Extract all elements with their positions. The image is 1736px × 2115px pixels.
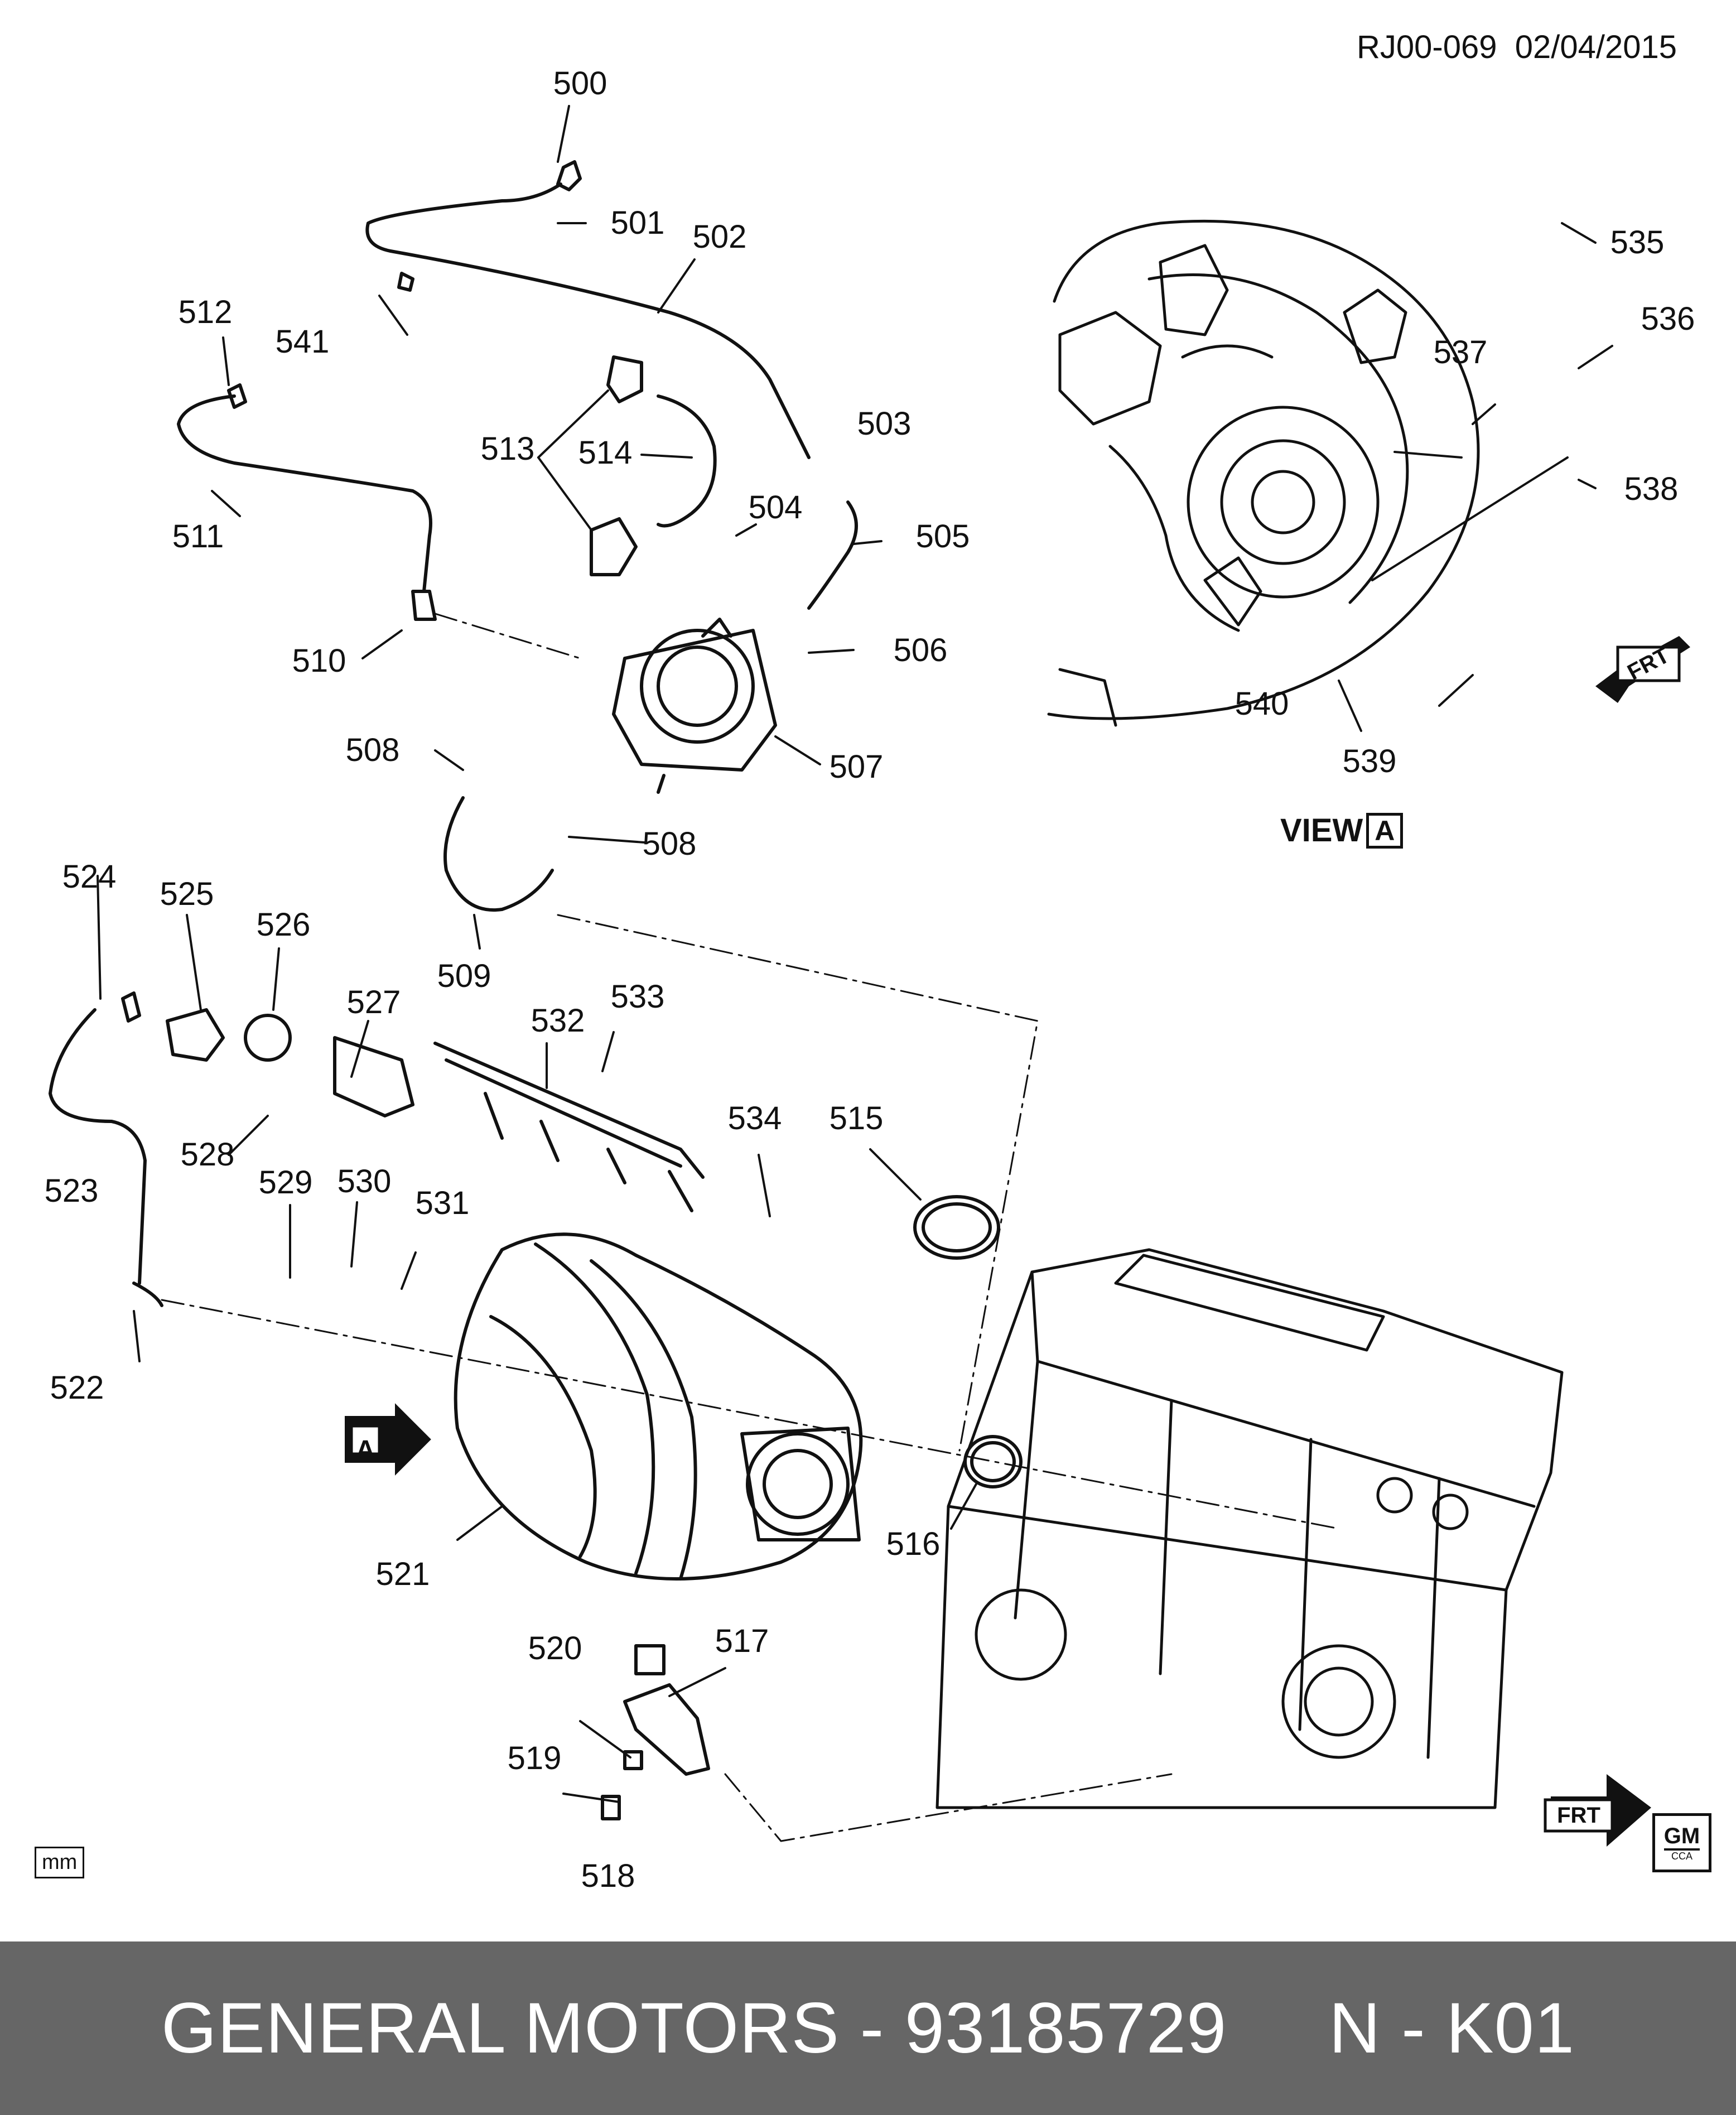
view-a-label: VIEW A (1280, 812, 1404, 849)
callout-503: 503 (857, 406, 912, 442)
callout-532: 532 (531, 1003, 585, 1039)
callout-514: 514 (578, 435, 633, 471)
callout-500: 500 (553, 65, 607, 102)
hose-514 (657, 394, 717, 528)
engine-block (935, 1248, 1564, 1809)
callout-530: 530 (337, 1163, 392, 1199)
doc-ref: RJ00-069 (1357, 29, 1497, 65)
callout-510: 510 (292, 643, 346, 679)
callout-539: 539 (1342, 743, 1397, 779)
callout-515: 515 (829, 1100, 884, 1136)
callout-522: 522 (50, 1370, 104, 1406)
units-box: mm (35, 1847, 85, 1878)
callout-512: 512 (178, 294, 233, 330)
gm-logo: GM CCA (1652, 1813, 1711, 1872)
callout-529: 529 (258, 1164, 313, 1201)
view-letter: A (1366, 812, 1404, 849)
callout-540: 540 (1235, 686, 1289, 722)
hose-505 (807, 500, 858, 610)
callout-506: 506 (893, 632, 948, 668)
callout-520: 520 (528, 1630, 582, 1666)
callout-504: 504 (748, 489, 803, 526)
exploded-view-drawing (49, 105, 1690, 1847)
callout-508-upper: 508 (345, 732, 400, 768)
hose-509 (443, 796, 554, 912)
callout-526: 526 (256, 907, 311, 943)
callout-507: 507 (829, 749, 884, 785)
callout-518: 518 (581, 1858, 635, 1894)
doc-date: 02/04/2015 (1515, 29, 1677, 65)
callout-501: 501 (610, 205, 665, 241)
callout-524: 524 (62, 859, 117, 895)
diagram-reference: RJ00-069 02/04/2015 (1357, 31, 1677, 64)
view-a-inset (1047, 219, 1480, 727)
callout-531: 531 (415, 1185, 470, 1221)
hose-523 (49, 1008, 147, 1285)
callout-527: 527 (346, 984, 401, 1020)
fuel-line-502 (365, 182, 811, 459)
gm-logo-brand: GM (1663, 1824, 1700, 1851)
leader-lines (97, 105, 1613, 1803)
callout-521: 521 (375, 1556, 430, 1592)
view-arrow-letter: A (355, 1435, 375, 1465)
callout-508-lower: 508 (642, 826, 697, 862)
callout-541: 541 (275, 324, 330, 360)
fuel-rail-532 (433, 1042, 705, 1212)
view-word: VIEW (1280, 812, 1363, 849)
callout-534: 534 (727, 1100, 782, 1136)
throttle-body-507 (612, 618, 777, 794)
callout-538: 538 (1624, 471, 1679, 507)
alignment-lines (161, 613, 1340, 1842)
callout-509: 509 (437, 958, 491, 994)
footer-bar: GENERAL MOTORS - 93185729 N - K01 (0, 1941, 1736, 2115)
gm-logo-sub: CCA (1671, 1850, 1692, 1862)
callout-502: 502 (692, 219, 747, 255)
hose-511 (177, 394, 432, 593)
callout-519: 519 (507, 1740, 562, 1776)
callout-513: 513 (480, 431, 535, 467)
callout-516: 516 (886, 1526, 941, 1562)
front-text-engine: FRT (1557, 1803, 1600, 1828)
front-marker-inset (1595, 636, 1690, 703)
callout-525: 525 (160, 876, 214, 912)
callout-533: 533 (610, 979, 665, 1015)
callout-536: 536 (1641, 301, 1695, 337)
footer-part-text: GENERAL MOTORS - 93185729 N - K01 (161, 1988, 1575, 2068)
intake-manifold-521 (454, 1232, 863, 1581)
callout-517: 517 (715, 1623, 769, 1659)
callout-505: 505 (915, 518, 970, 555)
callout-537: 537 (1433, 334, 1488, 370)
callout-523: 523 (44, 1173, 99, 1209)
callout-535: 535 (1610, 224, 1665, 261)
front-marker-engine (1544, 1774, 1651, 1847)
callout-528: 528 (180, 1136, 235, 1173)
callout-511: 511 (172, 518, 224, 555)
view-a-arrow (345, 1403, 431, 1476)
